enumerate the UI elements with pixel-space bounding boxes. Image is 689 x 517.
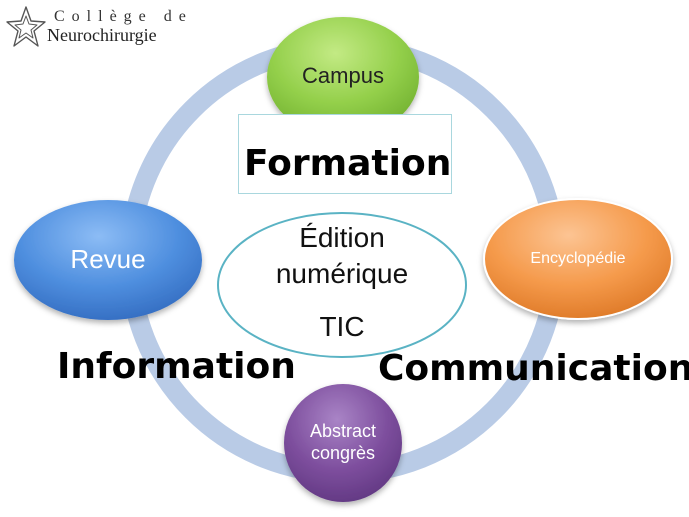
formation-box bbox=[238, 114, 452, 194]
campus-node bbox=[267, 17, 419, 137]
center-ellipse bbox=[217, 212, 467, 358]
campus-label: Campus bbox=[302, 62, 384, 88]
center-line-edition: Édition bbox=[299, 222, 385, 253]
college-logo: Collège de Neurochirurgie bbox=[4, 4, 186, 54]
center-line-tic: TIC bbox=[319, 311, 365, 342]
revue-node bbox=[14, 200, 202, 320]
revue-label: Revue bbox=[70, 244, 146, 275]
information-label: Information bbox=[57, 346, 296, 387]
logo-star-icon bbox=[6, 6, 46, 47]
encyclopedie-node bbox=[483, 198, 673, 320]
logo-text-line2: Neurochirurgie bbox=[47, 25, 157, 45]
communication-label: Communication bbox=[378, 348, 689, 389]
formation-label: Formation bbox=[244, 143, 452, 184]
logo-text-line1: Collège de bbox=[54, 8, 193, 25]
encyclopedie-label: Encyclopédie bbox=[530, 250, 626, 268]
abstract-node bbox=[284, 384, 402, 502]
abstract-label: Abstract congrès bbox=[309, 421, 377, 463]
center-line-numerique: numérique bbox=[275, 258, 409, 289]
